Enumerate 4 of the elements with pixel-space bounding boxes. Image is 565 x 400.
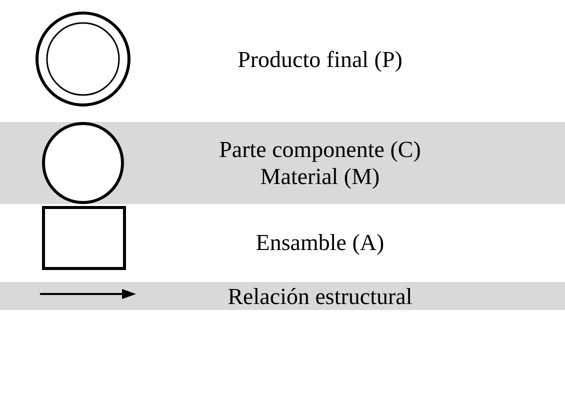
legend-text: Producto final (P) — [236, 46, 404, 72]
legend-text: Ensamble (A) — [254, 228, 386, 256]
legend-text: Relación estructural — [226, 282, 414, 310]
legend-text: Parte componente (C) Material (M) — [218, 136, 422, 190]
